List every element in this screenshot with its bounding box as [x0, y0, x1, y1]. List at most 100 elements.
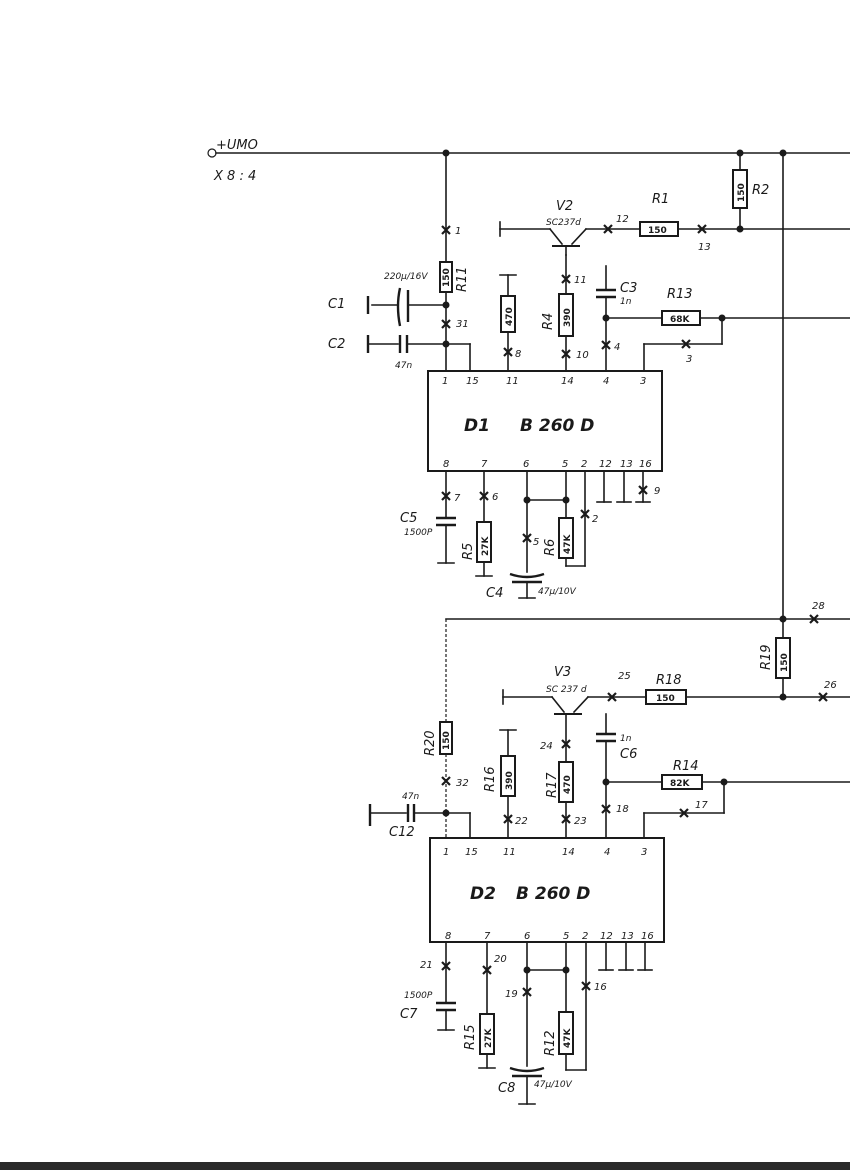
r14-ref: R14: [673, 759, 699, 774]
d1-pin-top: 11: [506, 376, 519, 387]
d2-pin-bottom: 5: [563, 931, 569, 942]
r6-ref: R6: [543, 539, 558, 556]
d1-pin-top: 14: [561, 376, 574, 387]
d1-pin-bottom: 7: [481, 459, 488, 470]
r18-value: 150: [656, 694, 675, 704]
tp-label: 8: [515, 349, 521, 360]
tp-label: 24: [540, 741, 553, 752]
tp-label: 12: [616, 214, 629, 225]
resistor-r3: [558, 293, 574, 337]
d2-pin-bottom: 7: [484, 931, 491, 942]
d2-pin-bottom: 8: [445, 931, 451, 942]
resistor-r17: [558, 761, 574, 803]
r11-ref: R11: [455, 266, 470, 292]
resistor-r19: [775, 637, 791, 679]
tp-label: 20: [494, 954, 507, 965]
v2-type: SC237d: [546, 218, 581, 228]
tp-label: 6: [492, 492, 498, 503]
d1-pin-top: 3: [640, 376, 646, 387]
d2-pin-bottom: 12: [600, 931, 613, 942]
scan-edge: [0, 1162, 850, 1170]
d2-pin-top: 1: [443, 847, 449, 858]
d1-pin-bottom: 16: [639, 459, 652, 470]
resistor-r6: [558, 517, 574, 559]
r1-value: 150: [648, 226, 667, 236]
tp-label: 10: [576, 350, 589, 361]
tp-label: 9: [654, 486, 660, 497]
resistor-r5: [476, 521, 492, 563]
d2-pin-bottom: 6: [524, 931, 530, 942]
v2-ref: V2: [556, 199, 573, 214]
supply-label: +UMO: [216, 138, 258, 153]
c6-ref: C6: [620, 747, 637, 762]
resistor-r11: [439, 261, 453, 293]
r6-value: 47K: [563, 533, 573, 554]
tp-label: 26: [824, 680, 837, 691]
r17-value: 470: [563, 775, 573, 794]
d2-pin-bottom: 16: [641, 931, 654, 942]
tp-label: 13: [698, 242, 711, 253]
r3-value: 390: [563, 308, 573, 327]
d1-pin-bottom: 13: [620, 459, 633, 470]
r18-ref: R18: [656, 673, 682, 688]
c12-ref: C12: [389, 825, 415, 840]
testpoints-bottom: 24 32 22 23 18 17 21 20 19 16: [420, 739, 708, 1000]
c8-ref: C8: [498, 1081, 515, 1096]
r11-value: 150: [442, 268, 452, 287]
d2-pin-bottom: 13: [621, 931, 634, 942]
r3-ref: R4: [541, 313, 556, 330]
r2-value: 150: [737, 183, 747, 202]
c3-value: 1n: [620, 297, 632, 307]
c4-ref: C4: [486, 586, 503, 601]
tp-label: 11: [574, 275, 587, 286]
d2-pin-top: 4: [604, 847, 610, 858]
c2-ref: C2: [328, 337, 345, 352]
c4-value: 47µ/10V: [538, 587, 577, 597]
c3-ref: C3: [620, 281, 637, 296]
d1-pin-bottom: 12: [599, 459, 612, 470]
top-stage: D1 B 260 D 1 15 11 14 4 3 8 7 6 5 2 12 1…: [328, 152, 850, 601]
r19-ref: R19: [759, 644, 774, 670]
tp-label: 28: [812, 601, 825, 612]
tp-label: 16: [594, 982, 607, 993]
r20-value: 150: [442, 731, 452, 750]
supply-rail: +UMO X 8 : 4: [207, 138, 850, 698]
c1-ref: C1: [328, 297, 345, 312]
d1-pin-top: 1: [442, 376, 448, 387]
tp-label: 2: [592, 514, 598, 525]
d2-pin-top: 14: [562, 847, 575, 858]
d1-pin-bottom: 5: [562, 459, 568, 470]
r5-value: 27K: [481, 535, 491, 556]
tp-label: 17: [695, 800, 708, 811]
tp-label: 18: [616, 804, 629, 815]
tp-label: 7: [454, 493, 461, 504]
resistor-r12: [558, 1011, 574, 1055]
d1-pin-bottom: 8: [443, 459, 449, 470]
tp-label: 23: [574, 816, 587, 827]
tp-label: 3: [686, 354, 692, 365]
r15-value: 27K: [484, 1027, 494, 1048]
tp-label: 19: [505, 989, 518, 1000]
d1-pin-bottom: 2: [581, 459, 587, 470]
c1-value: 220µ/16V: [384, 272, 428, 282]
r5-ref: R5: [461, 543, 476, 560]
r1-ref: R1: [652, 192, 669, 207]
tp-label: 31: [456, 319, 469, 330]
ic-d1-type: B 260 D: [520, 416, 594, 436]
tp-label: 32: [456, 778, 469, 789]
r17-ref: R17: [545, 772, 560, 798]
ic-d2-type: B 260 D: [516, 884, 590, 904]
c5-value: 1500P: [404, 528, 433, 538]
d1-pin-top: 4: [603, 376, 609, 387]
tp-label: 5: [533, 537, 539, 548]
connector-label: X 8 : 4: [213, 169, 256, 184]
tp-label: 4: [614, 342, 620, 353]
r13-value: 68K: [670, 315, 691, 325]
ic-d2: [429, 837, 665, 943]
r12-value: 47K: [563, 1027, 573, 1048]
resistor-r15: [479, 1013, 495, 1055]
c8-value: 47µ/10V: [534, 1080, 573, 1090]
supply-terminal: [207, 148, 217, 158]
r13-ref: R13: [667, 287, 693, 302]
